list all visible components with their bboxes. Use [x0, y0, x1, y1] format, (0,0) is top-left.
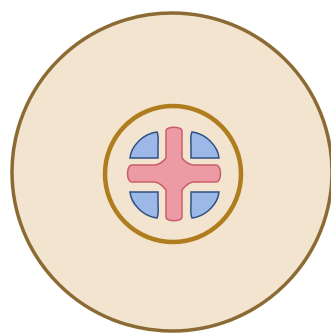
- emblem-graphic: [0, 0, 331, 334]
- illustration-canvas: [0, 0, 331, 334]
